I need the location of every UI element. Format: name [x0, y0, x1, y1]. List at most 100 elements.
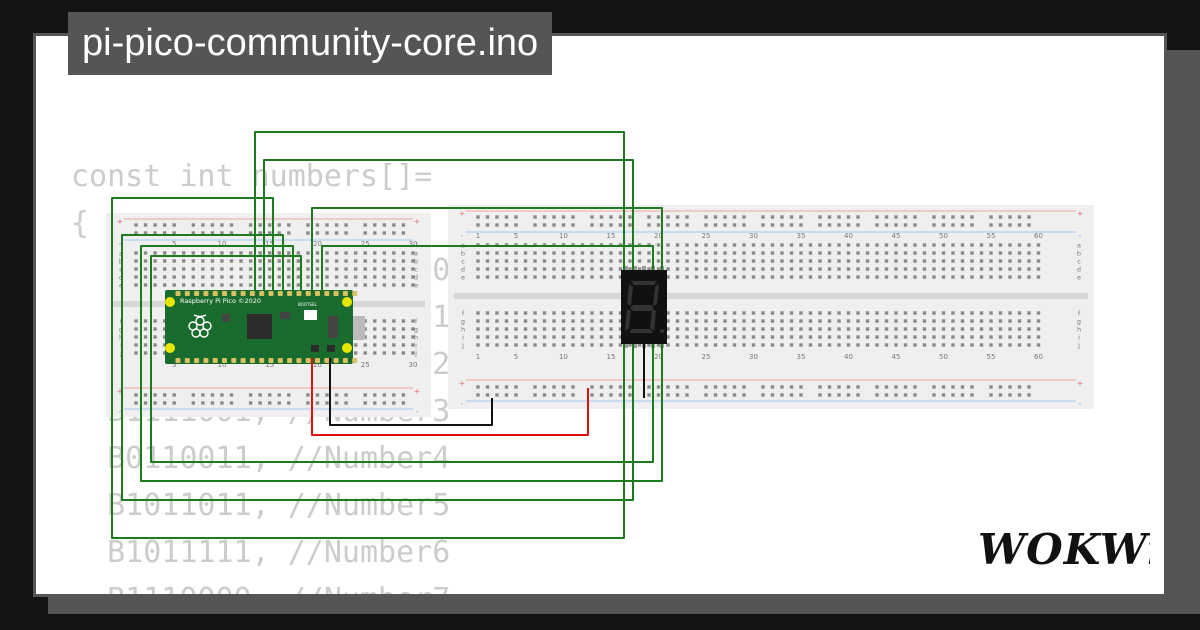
- wire: [311, 207, 663, 290]
- column-number: 20: [654, 353, 663, 361]
- svg-text:+: +: [414, 217, 421, 226]
- code-line: B1110000, //Number7: [71, 582, 450, 594]
- row-letter: i: [415, 342, 417, 350]
- row-letter: h: [1077, 326, 1081, 334]
- column-number: 35: [797, 353, 806, 361]
- column-number: 55: [987, 353, 996, 361]
- wire: [111, 197, 625, 539]
- bootsel-button[interactable]: [304, 310, 317, 320]
- row-letter: a: [1077, 242, 1081, 250]
- raspberry-logo-icon: [188, 314, 212, 338]
- row-letter: f: [1078, 310, 1081, 318]
- column-number: 10: [217, 240, 226, 248]
- column-number: 25: [702, 353, 711, 361]
- row-letter: i: [462, 334, 464, 342]
- svg-text:+: +: [117, 387, 124, 396]
- column-number: 25: [702, 232, 711, 240]
- column-number: 15: [607, 353, 616, 361]
- column-number: 60: [1034, 232, 1043, 240]
- column-number: 45: [892, 232, 901, 240]
- wire: [329, 358, 493, 426]
- code-line: B1011111, //Number6: [107, 535, 451, 570]
- row-letter: d: [461, 266, 465, 274]
- column-number: 5: [514, 232, 518, 240]
- svg-text:-: -: [1079, 399, 1082, 408]
- row-letter: d: [414, 274, 418, 282]
- column-number: 40: [844, 232, 853, 240]
- breadboard-large: 1155101015152020252530303535404045455050…: [448, 205, 1094, 409]
- rp2040-chip: [247, 314, 272, 339]
- mount-hole: [342, 297, 352, 307]
- row-letter: j: [414, 350, 417, 358]
- svg-text:+: +: [459, 209, 466, 218]
- mount-hole: [165, 297, 175, 307]
- column-number: 20: [654, 232, 663, 240]
- column-number: 1: [476, 232, 480, 240]
- svg-text:-: -: [461, 399, 464, 408]
- row-letter: b: [414, 258, 418, 266]
- component: [222, 314, 230, 322]
- code-line: {: [71, 206, 90, 241]
- column-number: 50: [939, 232, 948, 240]
- wire: [150, 255, 654, 463]
- mount-hole: [342, 343, 352, 353]
- row-letter: h: [414, 334, 418, 342]
- raspberry-pi-pico-board[interactable]: Raspberry Pi Pico ©2020 BOOTSEL: [165, 290, 365, 364]
- row-letter: c: [461, 258, 465, 266]
- project-title: pi-pico-community-core.ino: [68, 12, 553, 75]
- mount-hole: [165, 343, 175, 353]
- column-number: 5: [172, 361, 176, 369]
- row-letter: j: [119, 350, 122, 358]
- code-line: const int numbers[]=: [71, 159, 433, 194]
- row-letter: f: [415, 318, 418, 326]
- row-letter: a: [414, 250, 418, 258]
- component: [327, 345, 335, 352]
- column-number: 15: [607, 232, 616, 240]
- component: [311, 345, 319, 352]
- column-number: 50: [939, 353, 948, 361]
- column-number: 45: [892, 353, 901, 361]
- svg-text:-: -: [1079, 231, 1082, 240]
- row-letter: h: [461, 326, 465, 334]
- column-number: 55: [987, 232, 996, 240]
- component: [328, 316, 338, 338]
- svg-text:-: -: [416, 407, 419, 416]
- row-letter: j: [1077, 342, 1080, 350]
- row-letter: e: [1077, 274, 1081, 282]
- svg-text:+: +: [1077, 379, 1084, 388]
- column-number: 1: [476, 353, 480, 361]
- column-number: 5: [514, 353, 518, 361]
- column-number: 30: [408, 240, 417, 248]
- wire: [311, 358, 589, 436]
- component: [280, 312, 290, 319]
- column-number: 60: [1034, 353, 1043, 361]
- column-number: 20: [313, 240, 322, 248]
- column-number: 40: [844, 353, 853, 361]
- bootsel-label: BOOTSEL: [298, 302, 317, 307]
- column-number: 30: [749, 232, 758, 240]
- svg-text:-: -: [119, 407, 122, 416]
- column-number: 15: [265, 361, 274, 369]
- row-letter: b: [1077, 250, 1081, 258]
- wire: [321, 245, 654, 290]
- column-number: 10: [559, 232, 568, 240]
- svg-text:-: -: [119, 239, 122, 248]
- column-number: 30: [408, 361, 417, 369]
- column-number: 25: [361, 361, 370, 369]
- wire: [254, 131, 625, 290]
- code-line: B0110011, //Number4: [107, 441, 451, 476]
- svg-text:-: -: [461, 231, 464, 240]
- row-letter: b: [461, 250, 465, 258]
- code-line: B1011011, //Number5: [107, 488, 451, 523]
- column-number: 5: [172, 240, 176, 248]
- column-number: 15: [265, 240, 274, 248]
- column-number: 30: [749, 353, 758, 361]
- brand-name: WOKWi: [978, 525, 1150, 574]
- display-digit: 8: [0, 0, 1, 1]
- svg-text:+: +: [1077, 209, 1084, 218]
- svg-text:+: +: [117, 217, 124, 226]
- svg-text:+: +: [414, 387, 421, 396]
- row-letter: g: [414, 326, 418, 334]
- wire: [263, 159, 634, 290]
